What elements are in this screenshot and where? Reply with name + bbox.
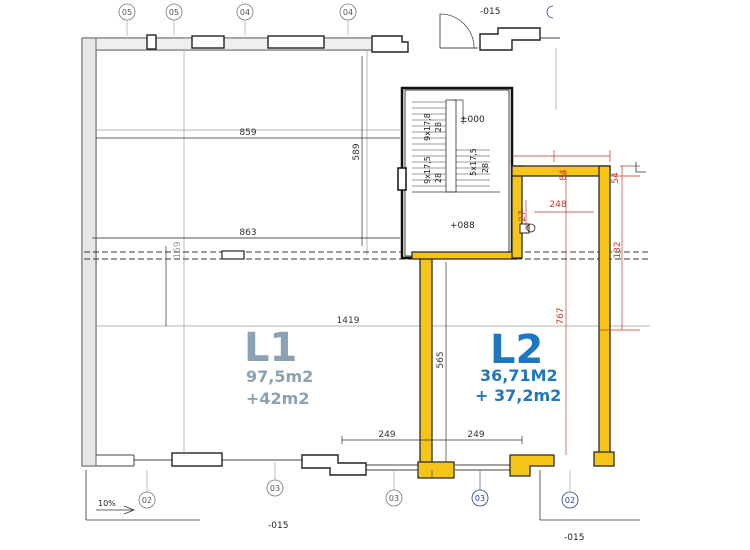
- stair-tread-2: 28: [434, 173, 443, 183]
- dim-bottom-right: 249: [467, 430, 484, 440]
- grid-bubble-bottom-1: 02: [142, 496, 152, 505]
- stair-run-2: 9x17,5: [423, 156, 432, 184]
- grid-bubble-bottom-5: 02: [565, 496, 575, 505]
- grid-bubble-bottom-4: 03: [475, 494, 485, 503]
- grid-bubble-bottom-3: 03: [389, 494, 399, 503]
- unit-l1-code: L1: [244, 325, 297, 371]
- edge-mark-arc: [546, 5, 554, 19]
- black-dims: [92, 56, 523, 462]
- stair-run-3: 5x17,5: [469, 148, 478, 176]
- dim-mid-width: 863: [239, 228, 256, 238]
- grid-bubble-top-4: 04: [343, 8, 353, 17]
- stair-core: [397, 86, 514, 260]
- beam-dashed: [84, 251, 650, 260]
- dim-left-inner: 159: [173, 241, 183, 258]
- unit-l2-area: 36,71M2: [480, 366, 558, 385]
- dim-small-a: 84: [559, 169, 569, 181]
- unit-l2-extra: + 37,2m2: [475, 386, 561, 405]
- level-bottom-right: -015: [564, 533, 584, 543]
- edge-mark: [635, 162, 646, 173]
- unit-l1-extra: +42m2: [246, 389, 309, 408]
- level-bottom-center: -015: [268, 521, 288, 531]
- stair-run-1: 9x17,8: [423, 113, 432, 141]
- dim-small-b: 54: [611, 172, 621, 184]
- blue-gridlines: [431, 470, 481, 490]
- ramp-outline: [85, 470, 640, 521]
- stair-tread-1: 28: [434, 122, 443, 132]
- grid-bubbles-bottom: [138, 479, 579, 509]
- grid-bubble-top-3: 04: [240, 8, 250, 17]
- level-stair-top: ±000: [460, 115, 485, 125]
- unit-l1-area: 97,5m2: [246, 367, 313, 386]
- dim-stair-width: 248: [549, 200, 566, 210]
- dim-top-width: 859: [239, 128, 256, 138]
- level-top-right: -015: [480, 7, 500, 17]
- beam-block: [221, 250, 245, 260]
- entrance-door: [439, 13, 475, 49]
- grid-bubble-top-2: 05: [169, 8, 179, 17]
- top-windows: [146, 27, 541, 53]
- grid-bubble-bottom-2: 03: [270, 484, 280, 493]
- grid-bubbles-top: [118, 3, 357, 21]
- dim-stair-height: 132: [613, 241, 623, 258]
- bottom-windows: [171, 452, 367, 476]
- dim-overall-width: 1419: [337, 316, 360, 326]
- dim-l2-inner: 767: [556, 307, 566, 324]
- dim-small-c: 27: [518, 210, 528, 221]
- fixture: [526, 223, 536, 233]
- red-dims: [512, 150, 640, 455]
- grid-bubble-top-1: 05: [122, 8, 132, 17]
- stair-tread-3: 28: [481, 163, 490, 173]
- level-stair-landing: +088: [450, 221, 475, 231]
- top-wall: [95, 37, 403, 51]
- dim-left-depth: 589: [352, 143, 362, 160]
- dim-bottom-left: 249: [378, 430, 395, 440]
- dim-l2-depth: 565: [436, 351, 446, 368]
- small-column: [519, 223, 530, 234]
- slope-label: 10%: [98, 499, 116, 508]
- unit-l2-code: L2: [490, 327, 543, 373]
- l2-walls: [411, 165, 615, 479]
